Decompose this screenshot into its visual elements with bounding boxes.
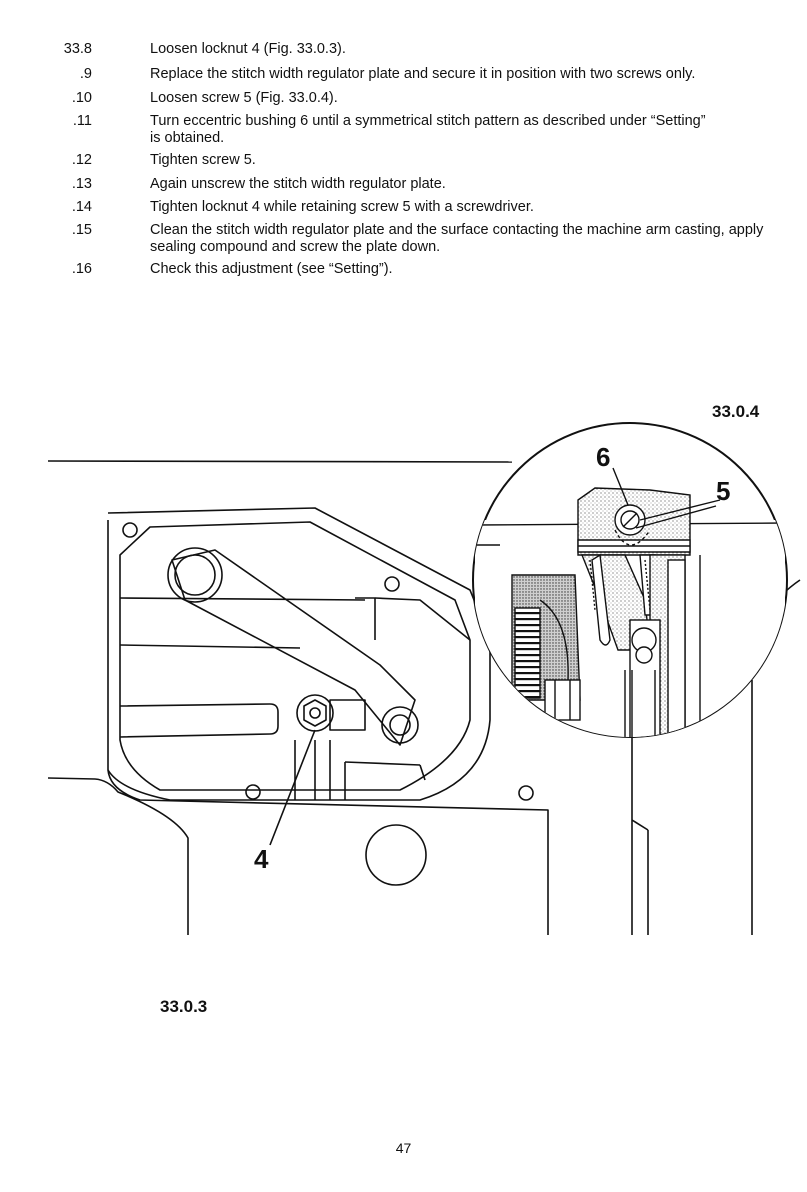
page-number: 47 [395,1140,412,1156]
callout-5: 5 [716,476,730,506]
step-number: .14 [71,199,92,215]
figure-label-detail: 33.0.4 [712,402,760,421]
step-number: .16 [71,261,92,277]
step-text: Again unscrew the stitch width regulator… [150,176,446,192]
step-text: Tighten locknut 4 while retaining screw … [150,199,534,215]
step-text: Loosen locknut 4 (Fig. 33.0.3). [150,41,346,57]
step-text: Loosen screw 5 (Fig. 33.0.4). [150,90,338,106]
step-number: .15 [71,222,92,238]
step-text: Replace the stitch width regulator plate… [150,66,696,82]
step-33-8: 33.8 Loosen locknut 4 (Fig. 33.0.3). [0,41,807,58]
step-number: .10 [71,90,92,106]
step-number: .11 [72,113,92,129]
instruction-steps: 33.8 Loosen locknut 4 (Fig. 33.0.3). .9 … [0,41,807,277]
detail-magnified-view [472,422,788,738]
callout-6: 6 [596,442,610,472]
step-text: Tighten screw 5. [150,152,256,168]
step-number: .9 [79,66,92,82]
step-number: .13 [71,176,92,192]
step-text: Check this adjustment (see “Setting”). [150,261,393,277]
step-number: .12 [71,152,92,168]
callout-4: 4 [254,844,269,874]
step-number: 33.8 [63,41,92,57]
step-text: Turn eccentric bushing 6 until a symmetr… [150,113,706,146]
figure-label-main: 33.0.3 [160,997,208,1016]
step-text: Clean the stitch width regulator plate a… [150,222,764,255]
